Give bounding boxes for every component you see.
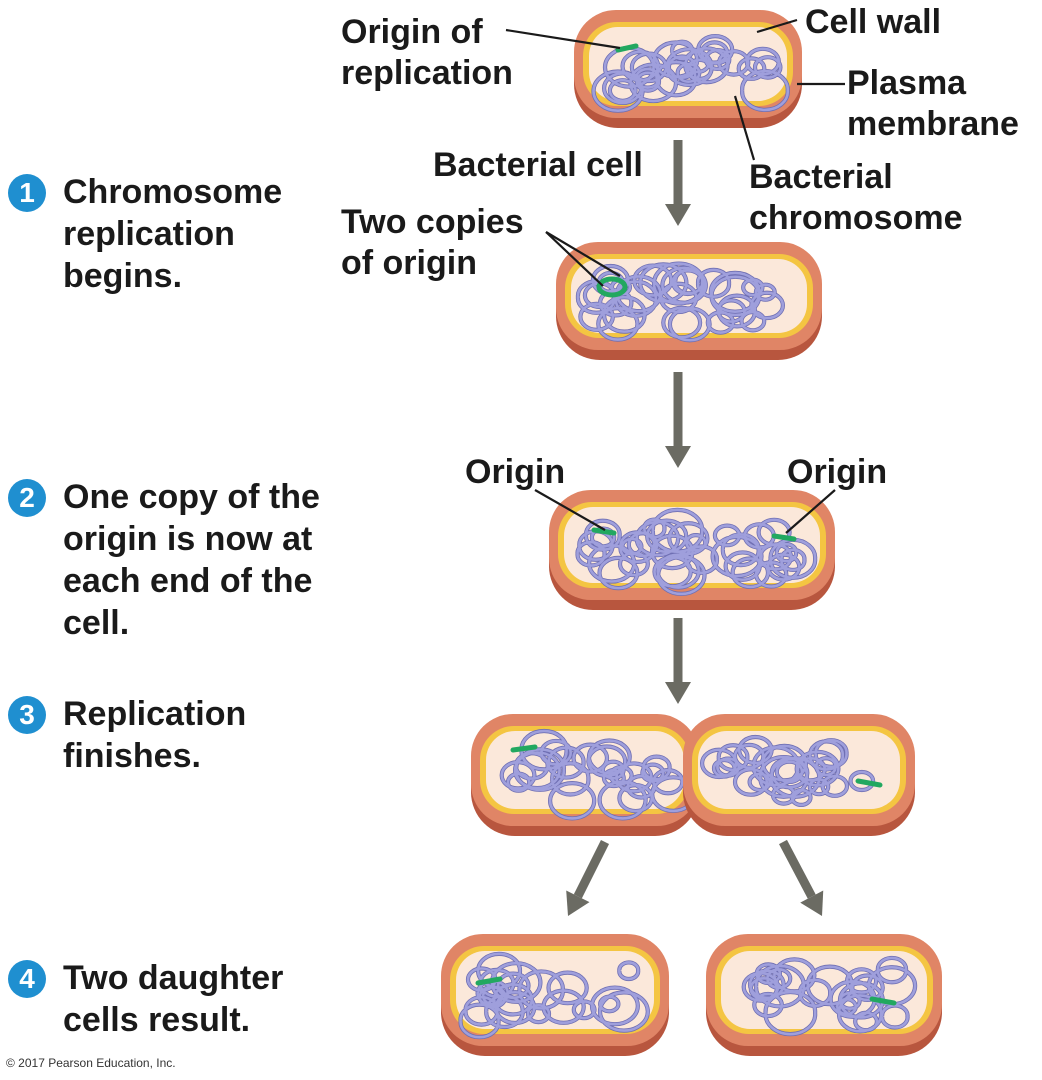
bacterial-cell-label: Bacterial cell	[433, 146, 643, 184]
copyright-notice: © 2017 Pearson Education, Inc.	[6, 1056, 176, 1070]
origin-marker	[615, 43, 639, 53]
arrow-1	[665, 140, 691, 226]
bacterial-chromosome	[575, 261, 786, 343]
origin-marker	[475, 976, 503, 986]
origin-of-replication-leader	[505, 28, 621, 50]
arrow-3	[665, 618, 691, 704]
step-2-badge: 2	[8, 479, 46, 517]
origin-left-label: Origin	[465, 453, 566, 491]
step-3-badge: 3	[8, 696, 46, 734]
origin-marker	[771, 533, 797, 542]
origin-marker	[855, 778, 883, 788]
two-copies-of-origin-label: Two copies of origin	[341, 203, 524, 282]
bacterial-chromosome	[499, 728, 697, 821]
two-copies-leader-b	[545, 231, 621, 277]
arrow-4-left	[566, 839, 610, 916]
bacterial-chromosome	[458, 951, 650, 1040]
origin-marker	[510, 744, 538, 753]
dividing-cell-left-half	[471, 714, 699, 836]
daughter-cell-right	[706, 934, 942, 1056]
bacterial-chromosome	[741, 955, 918, 1037]
bacterial-chromosome-leader	[733, 95, 756, 161]
two-copies-leader-a	[545, 231, 604, 287]
step-4-badge: 4	[8, 960, 46, 998]
bacterial-chromosome	[700, 734, 876, 807]
bacterial-chromosome	[575, 507, 818, 596]
daughter-cell-left	[441, 934, 669, 1056]
bacterial-chromosome-label: Bacterial chromosome	[749, 158, 963, 237]
bacterial-cell-top	[574, 10, 802, 128]
origin-marker	[591, 527, 617, 536]
cell-wall-label: Cell wall	[805, 3, 942, 41]
dividing-cell-right-half	[683, 714, 915, 836]
arrow-4-right	[779, 839, 824, 916]
origin-left-leader	[534, 489, 606, 531]
origin-of-replication-label: Origin of replication	[341, 13, 513, 92]
origin-right-label: Origin	[787, 453, 888, 491]
bacterial-cell-origins-at-ends	[549, 490, 835, 610]
origin-right-leader	[785, 489, 836, 534]
plasma-membrane-label: Plasma membrane	[847, 64, 1019, 143]
cell-wall-leader	[756, 18, 798, 34]
origin-marker	[869, 996, 897, 1006]
bacterial-chromosome	[591, 34, 790, 113]
bacterial-cell-replicating	[556, 242, 822, 360]
two-origins-marker	[596, 276, 628, 298]
arrow-2	[665, 372, 691, 468]
step-1-badge: 1	[8, 174, 46, 212]
